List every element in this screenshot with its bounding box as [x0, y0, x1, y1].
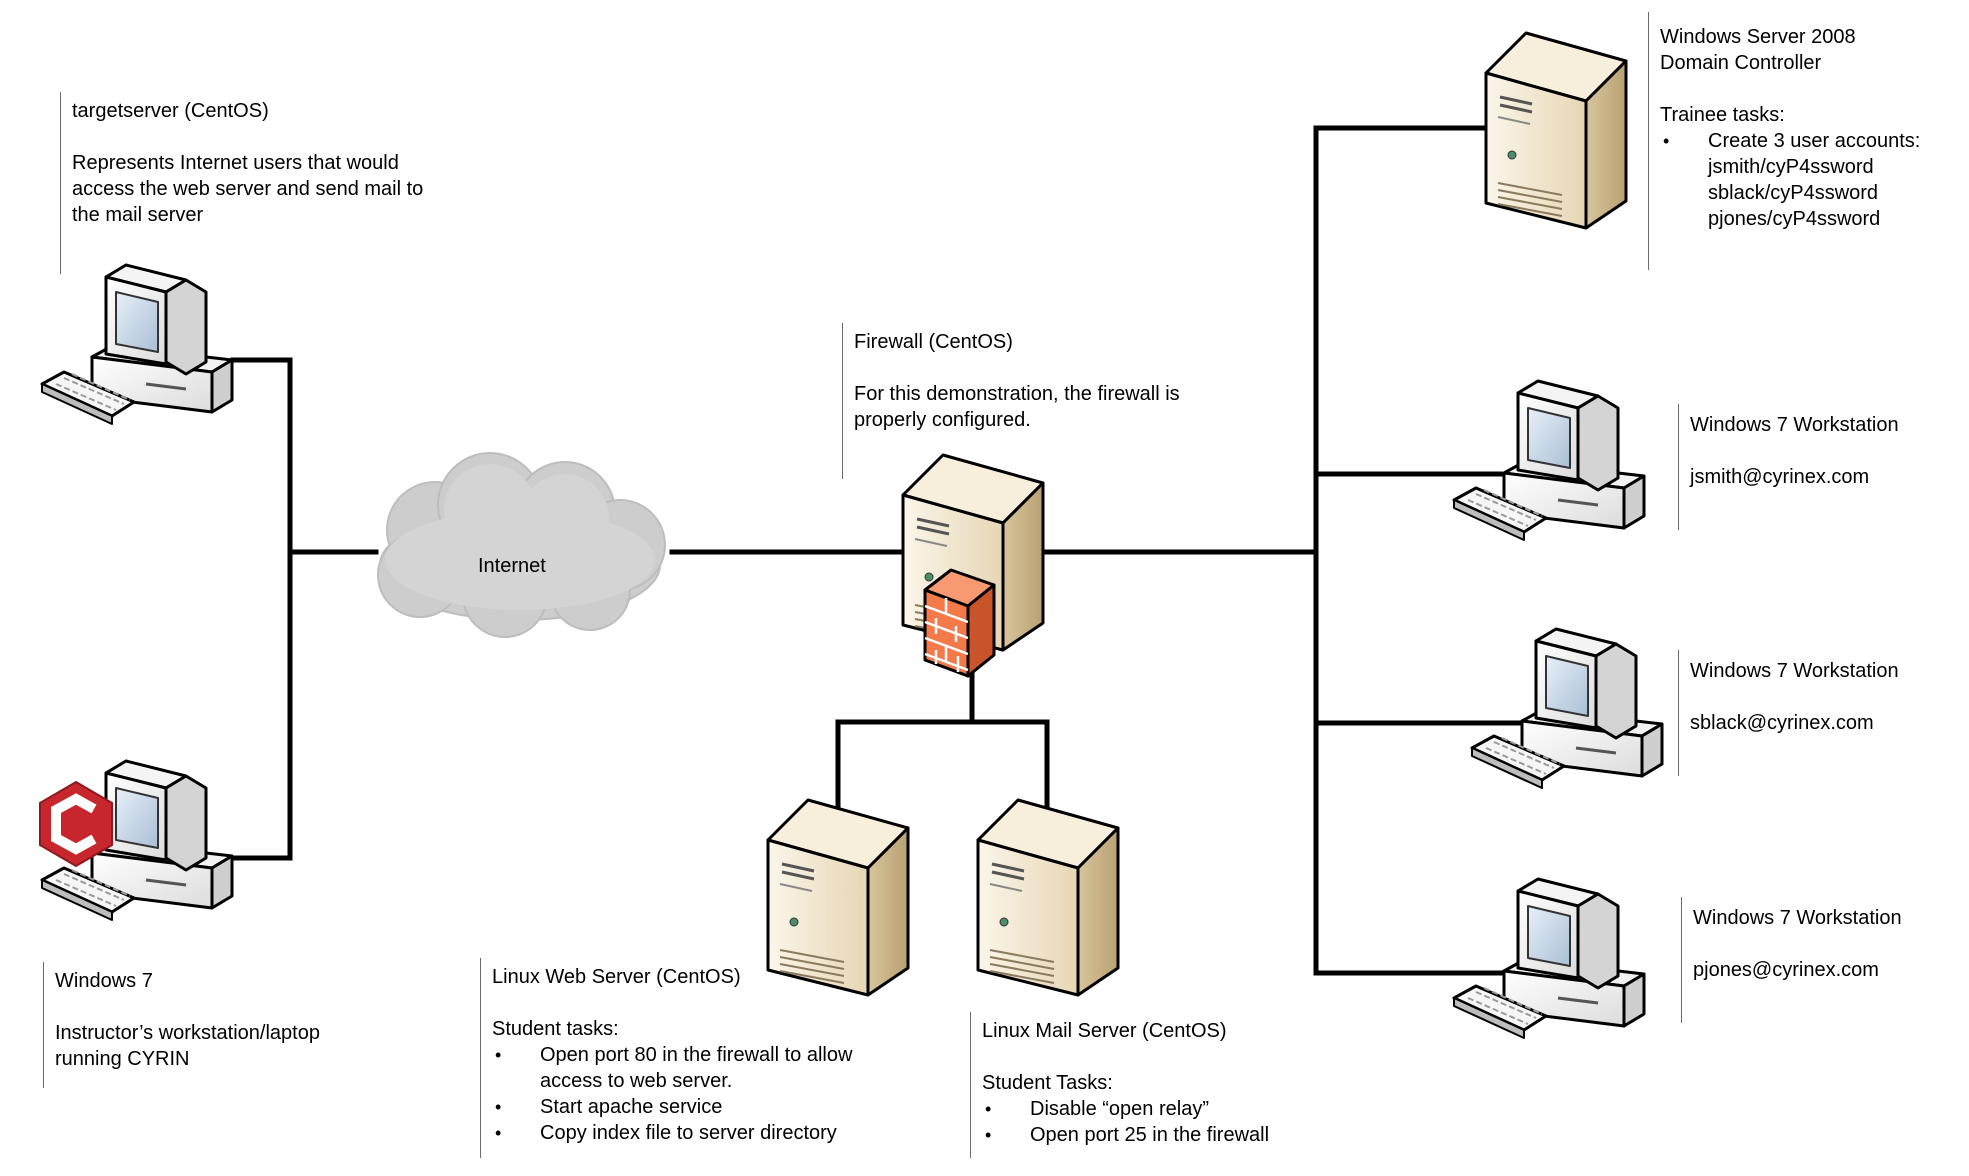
dc-account-3: pjones/cyP4ssword: [1708, 208, 1881, 230]
mailserver-task-item: Disable “open relay”: [982, 1096, 1382, 1122]
workstation-1-email: jsmith@cyrinex.com: [1690, 466, 1870, 488]
mailserver-title: Linux Mail Server (CentOS): [982, 1020, 1227, 1042]
targetserver-desc-line3: the mail server: [72, 204, 204, 226]
dc-tasks-heading: Trainee tasks:: [1660, 104, 1785, 126]
webserver-task-2: Start apache service: [540, 1096, 723, 1118]
webserver-task-1-line1: Open port 80 in the firewall to allow: [540, 1044, 853, 1066]
firewall-desc-line2: properly configured.: [854, 409, 1031, 431]
targetserver-desc-line1: Represents Internet users that would: [72, 152, 399, 174]
webserver-task-list: Open port 80 in the firewall to allow ac…: [492, 1042, 912, 1146]
targetserver-note: targetserver (CentOS) Represents Interne…: [60, 92, 472, 274]
domain-controller-note: Windows Server 2008 Domain Controller Tr…: [1648, 12, 1960, 270]
targetserver-desc-line2: access the web server and send mail to: [72, 178, 424, 200]
dc-task: Create 3 user accounts:: [1708, 130, 1921, 152]
workstation-2-title: Windows 7 Workstation: [1690, 660, 1899, 682]
workstation-2-email: sblack@cyrinex.com: [1690, 712, 1874, 734]
mailserver-task-item: Open port 25 in the firewall: [982, 1122, 1382, 1148]
workstation-3-title: Windows 7 Workstation: [1693, 907, 1902, 929]
mailserver-task-1: Disable “open relay”: [1030, 1098, 1209, 1120]
dc-account-1: jsmith/cyP4ssword: [1708, 156, 1874, 178]
firewall-note: Firewall (CentOS) For this demonstration…: [842, 323, 1254, 479]
workstation-3-note: Windows 7 Workstation pjones@cyrinex.com: [1681, 897, 1963, 1023]
internet-label: Internet: [478, 555, 546, 577]
targetserver-title: targetserver (CentOS): [72, 100, 269, 122]
mailserver-task-list: Disable “open relay” Open port 25 in the…: [982, 1096, 1382, 1148]
workstation-1-computer-icon: [1452, 379, 1646, 542]
mailserver-task-2: Open port 25 in the firewall: [1030, 1124, 1270, 1146]
webserver-task-item: Copy index file to server directory: [492, 1120, 912, 1146]
instructor-title: Windows 7: [55, 970, 153, 992]
dc-title-line1: Windows Server 2008: [1660, 26, 1856, 48]
webserver-task-item: Start apache service: [492, 1094, 912, 1120]
network-links: [230, 125, 1523, 976]
dc-title-line2: Domain Controller: [1660, 52, 1822, 74]
dc-task-list: Create 3 user accounts: jsmith/cyP4sswor…: [1660, 128, 1960, 232]
mailserver-note: Linux Mail Server (CentOS) Student Tasks…: [970, 1012, 1382, 1158]
workstation-2-computer-icon: [1470, 627, 1664, 790]
dc-task-item: Create 3 user accounts: jsmith/cyP4sswor…: [1660, 128, 1960, 232]
firewall-title: Firewall (CentOS): [854, 331, 1013, 353]
cyrin-logo: [39, 780, 113, 868]
mailserver-tasks-heading: Student Tasks:: [982, 1072, 1113, 1094]
mail-server-icon: [976, 798, 1120, 997]
workstation-3-email: pjones@cyrinex.com: [1693, 959, 1879, 981]
webserver-title: Linux Web Server (CentOS): [492, 966, 741, 988]
workstation-1-title: Windows 7 Workstation: [1690, 414, 1899, 436]
lan-bus-link: [1313, 125, 1515, 976]
firewall-desc-line1: For this demonstration, the firewall is: [854, 383, 1180, 405]
webserver-task-item: Open port 80 in the firewall to allow ac…: [492, 1042, 912, 1094]
workstation-1-note: Windows 7 Workstation jsmith@cyrinex.com: [1678, 404, 1960, 530]
instructor-desc-line2: running CYRIN: [55, 1048, 190, 1070]
webserver-note: Linux Web Server (CentOS) Student tasks:…: [480, 958, 912, 1158]
internet-cloud-icon: [377, 452, 666, 638]
workstation-2-note: Windows 7 Workstation sblack@cyrinex.com: [1678, 650, 1960, 776]
left-bus-link: [230, 357, 293, 861]
webserver-tasks-heading: Student tasks:: [492, 1018, 619, 1040]
webserver-task-1-line2: access to web server.: [540, 1070, 733, 1092]
dc-account-2: sblack/cyP4ssword: [1708, 182, 1879, 204]
firewall-to-dmz-link: [835, 669, 1050, 813]
instructor-desc-line1: Instructor’s workstation/laptop: [55, 1022, 320, 1044]
workstation-3-computer-icon: [1452, 877, 1646, 1040]
domain-controller-server-icon: [1484, 31, 1628, 230]
targetserver-computer-icon: [40, 263, 234, 426]
webserver-task-3: Copy index file to server directory: [540, 1122, 837, 1144]
brick-wall-icon: [923, 568, 996, 678]
instructor-note: Windows 7 Instructor’s workstation/lapto…: [43, 962, 415, 1088]
